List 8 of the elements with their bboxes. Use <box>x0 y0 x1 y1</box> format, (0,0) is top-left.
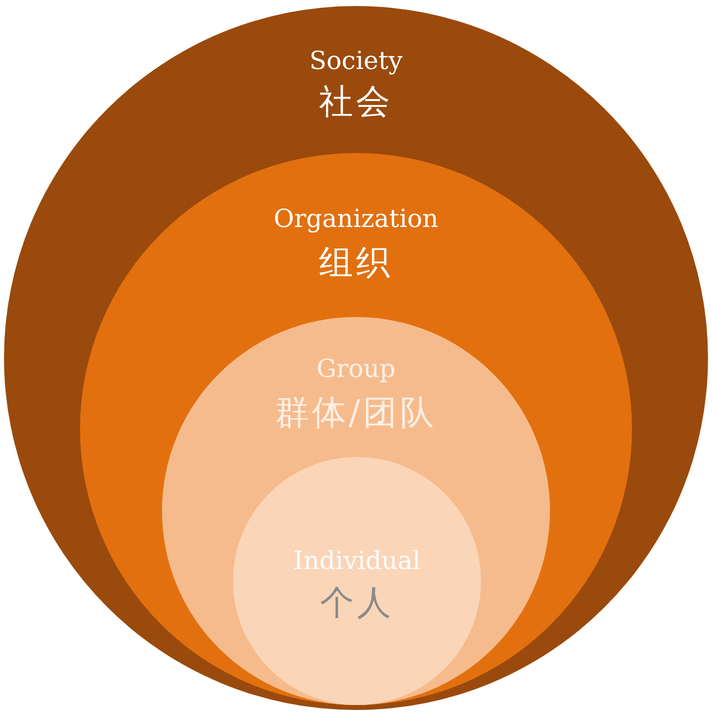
chinese-label: 群体/团队 <box>274 396 438 430</box>
english-label: Organization <box>272 206 440 231</box>
english-label: Group <box>315 356 397 381</box>
english-label: Society <box>308 48 404 73</box>
english-label: Individual <box>292 548 422 573</box>
chinese-label: 个人 <box>319 586 395 620</box>
chinese-label: 社会 <box>318 85 394 119</box>
chinese-label: 组织 <box>318 246 394 280</box>
